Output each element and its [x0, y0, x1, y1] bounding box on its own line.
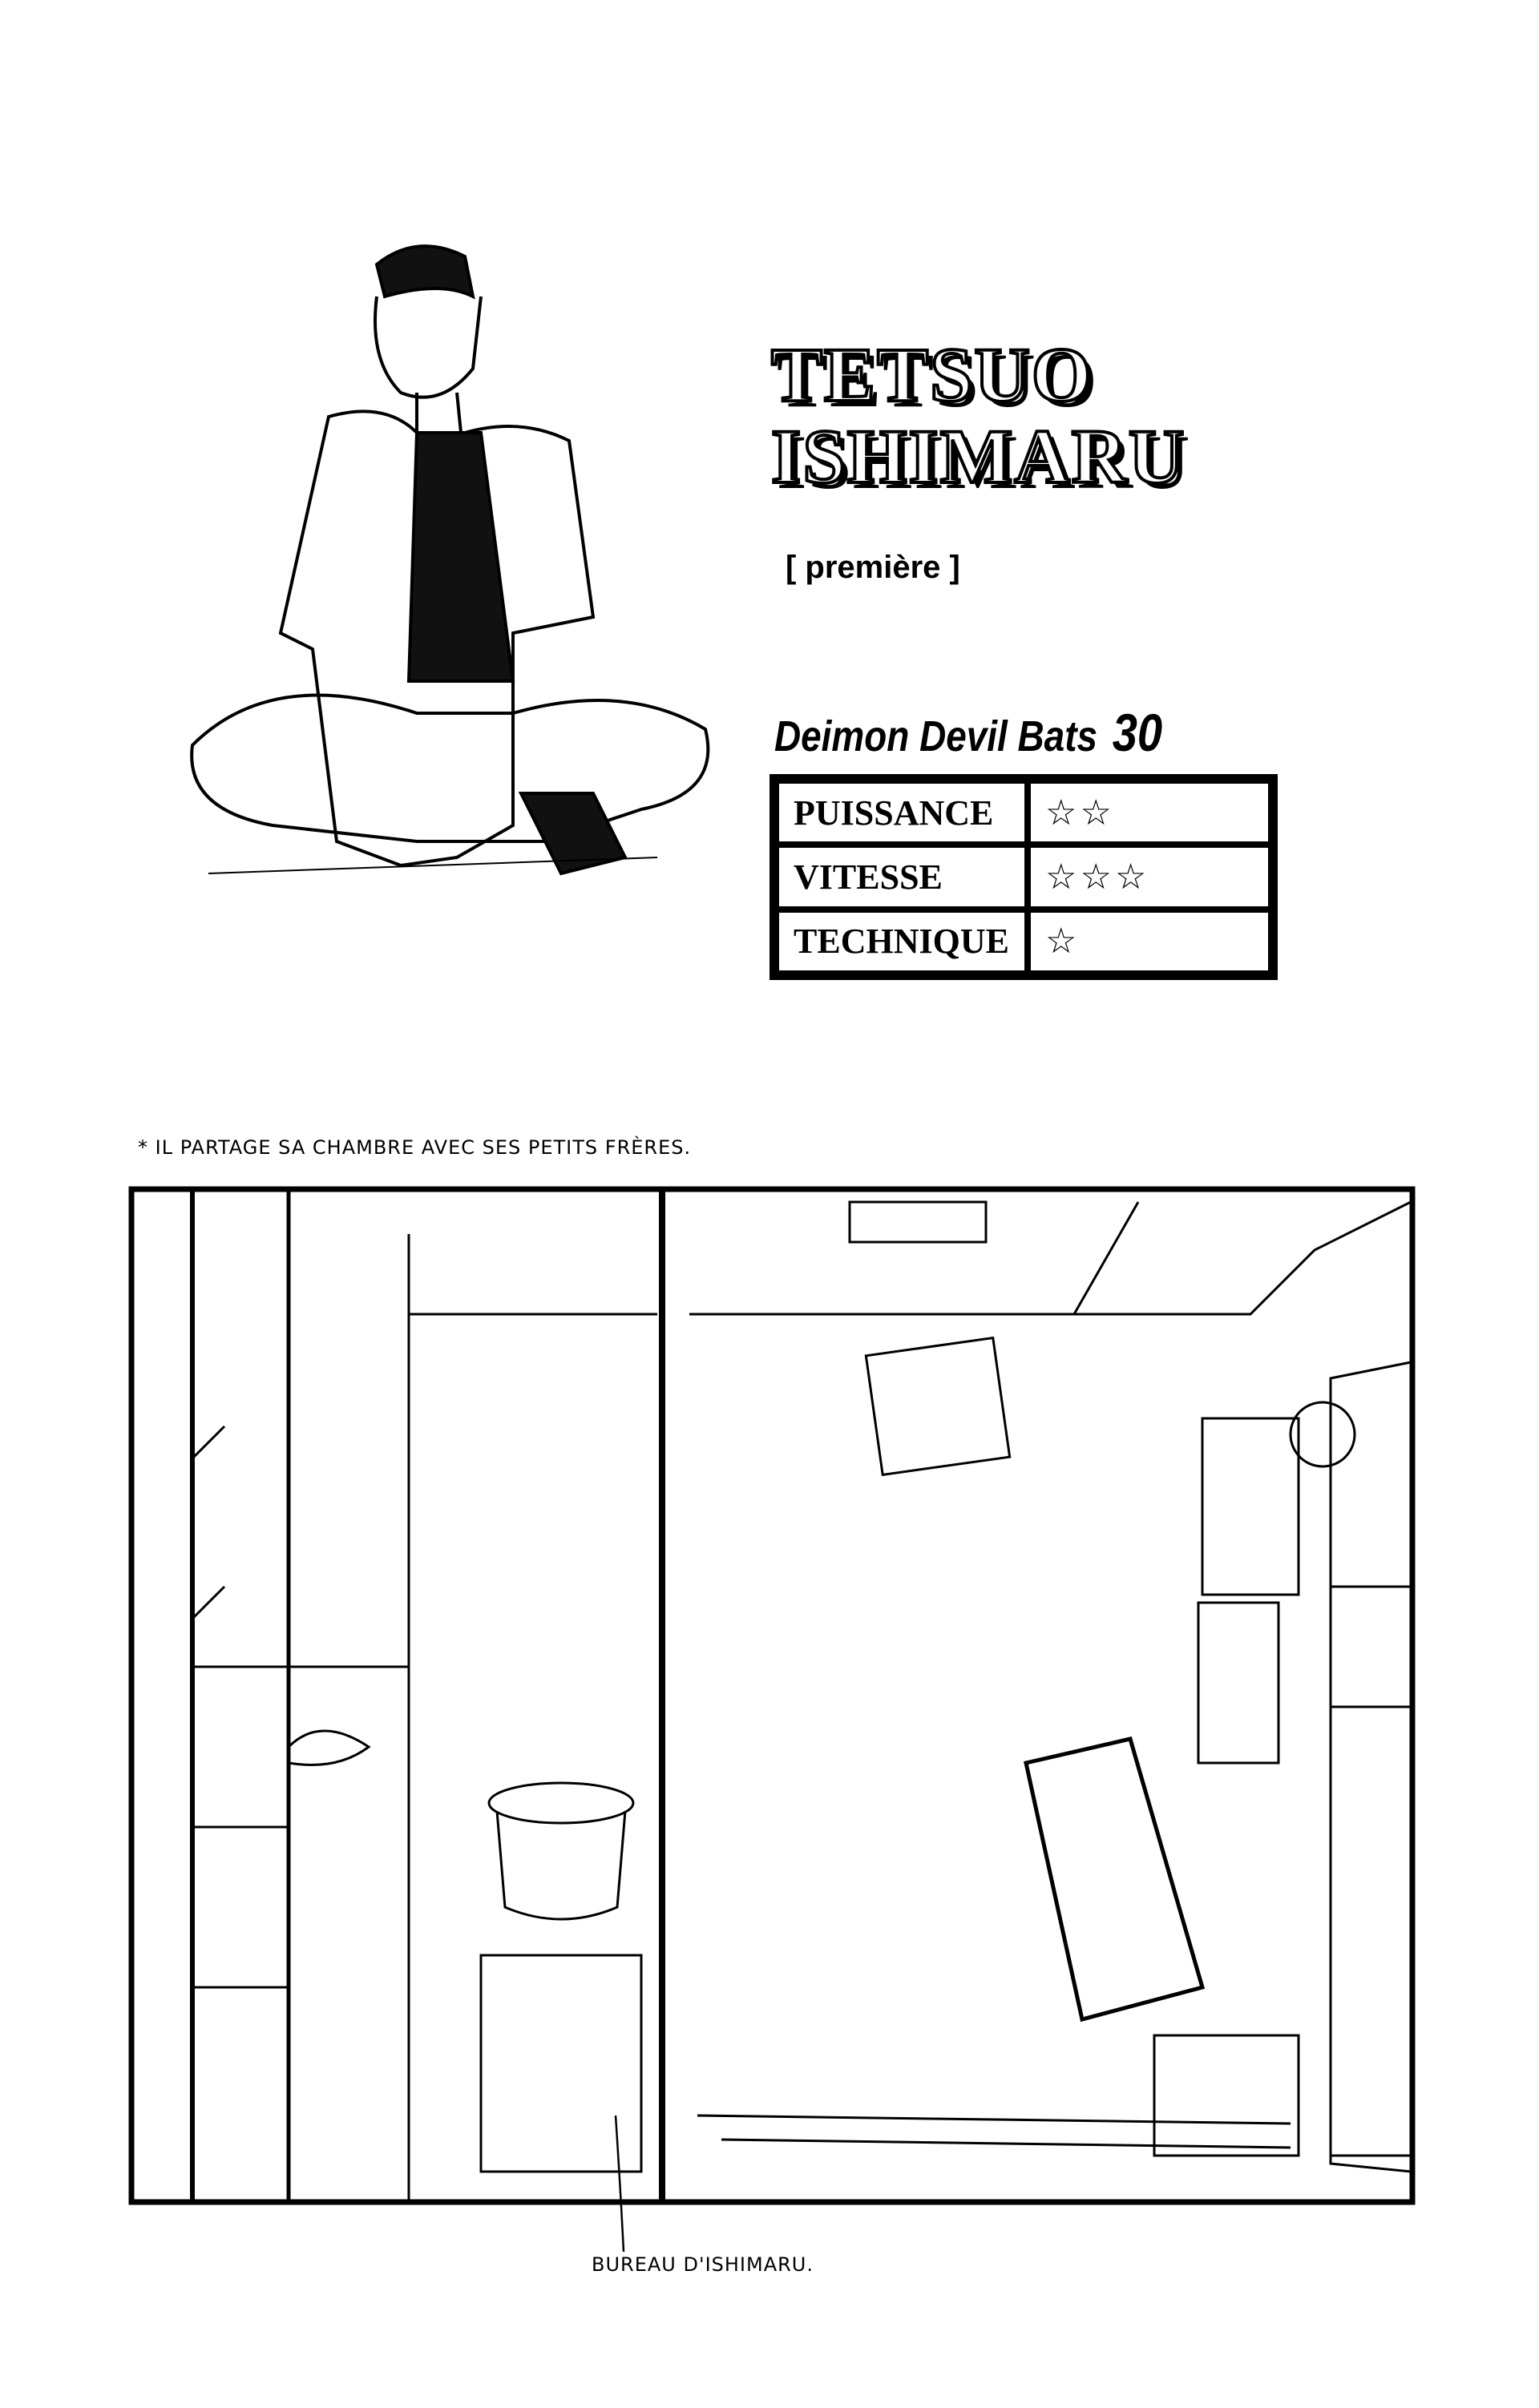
team-line: Deimon Devil Bats 30	[774, 702, 1162, 763]
stats-table: PUISSANCE ☆☆ VITESSE ☆☆☆ TECHNIQUE ☆	[770, 774, 1278, 980]
stat-row: TECHNIQUE ☆	[776, 909, 1271, 974]
player-grade: [ première ]	[786, 550, 960, 585]
player-last-name: ISHIMARU	[770, 413, 1186, 499]
desk-caption: BUREAU D'ISHIMARU.	[592, 2253, 814, 2276]
stat-label: VITESSE	[776, 845, 1028, 910]
room-note: * IL PARTAGE SA CHAMBRE AVEC SES PETITS …	[138, 1136, 692, 1159]
caption-leader-line	[614, 2116, 625, 2253]
star-rating: ☆☆☆	[1028, 845, 1271, 910]
stat-row: PUISSANCE ☆☆	[776, 780, 1271, 845]
room-illustration	[128, 1186, 1416, 2205]
character-illustration	[190, 244, 710, 876]
team-name: Deimon Devil Bats	[774, 712, 1098, 760]
star-rating: ☆☆	[1028, 780, 1271, 845]
stat-label: TECHNIQUE	[776, 909, 1028, 974]
stat-label: PUISSANCE	[776, 780, 1028, 845]
star-rating: ☆	[1028, 909, 1271, 974]
stat-row: VITESSE ☆☆☆	[776, 845, 1271, 910]
jersey-number: 30	[1112, 703, 1163, 762]
player-first-name: TETSUO	[770, 332, 1093, 417]
